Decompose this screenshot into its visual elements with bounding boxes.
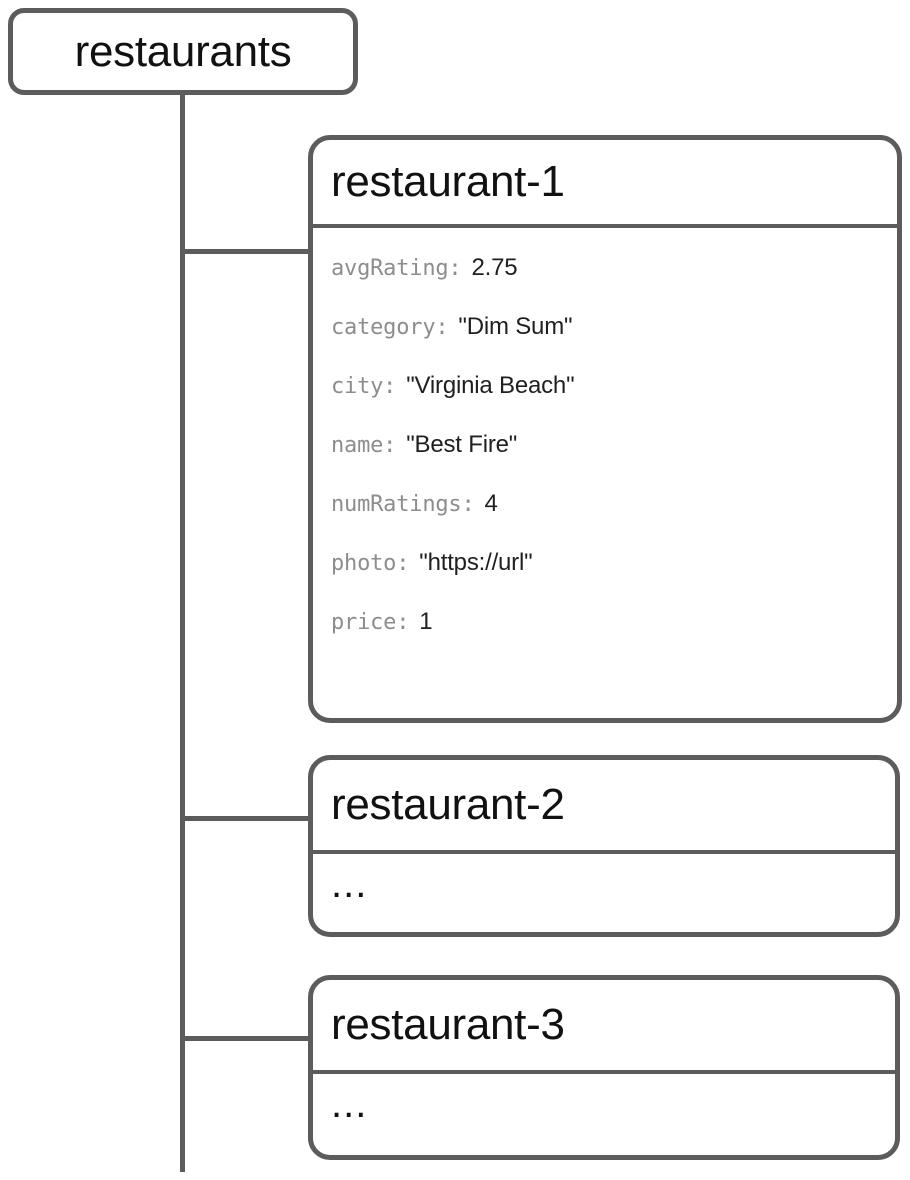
field-key: city: (331, 374, 397, 399)
collapsed-fields-ellipsis: ... (331, 1082, 368, 1126)
field-value: "https://url" (419, 549, 533, 576)
tree-branch-line-restaurant-1 (180, 249, 312, 254)
field-row-numRatings: numRatings: 4 (331, 490, 879, 518)
document-id-label: restaurant-3 (331, 1000, 565, 1049)
document-card-header: restaurant-3 (313, 980, 895, 1074)
field-value: 2.75 (471, 254, 518, 281)
field-row-name: name: "Best Fire" (331, 431, 879, 459)
field-key: avgRating: (331, 256, 462, 281)
field-key: category: (331, 315, 449, 340)
field-key: price: (331, 610, 410, 635)
document-card-restaurant-3[interactable]: restaurant-3 ... (308, 975, 900, 1160)
document-fields-list: avgRating: 2.75 category: "Dim Sum" city… (313, 228, 897, 677)
document-fields-list: ... (313, 1074, 895, 1132)
collapsed-fields-ellipsis: ... (331, 862, 368, 906)
document-card-restaurant-1[interactable]: restaurant-1 avgRating: 2.75 category: "… (308, 135, 902, 723)
field-value: 4 (484, 490, 498, 517)
document-card-restaurant-2[interactable]: restaurant-2 ... (308, 755, 900, 937)
field-value: "Dim Sum" (458, 313, 573, 340)
tree-trunk-line (180, 95, 185, 1172)
collection-node-label: restaurants (74, 26, 292, 76)
field-value: "Best Fire" (406, 431, 518, 458)
document-card-header: restaurant-2 (313, 760, 895, 854)
field-key: name: (331, 433, 397, 458)
field-row-price: price: 1 (331, 608, 879, 636)
field-value: "Virginia Beach" (406, 372, 575, 399)
document-card-header: restaurant-1 (313, 140, 897, 228)
tree-branch-line-restaurant-3 (180, 1036, 312, 1041)
document-id-label: restaurant-1 (331, 157, 565, 206)
field-row-category: category: "Dim Sum" (331, 313, 879, 341)
field-row-avgRating: avgRating: 2.75 (331, 254, 879, 282)
field-value: 1 (419, 608, 433, 635)
tree-branch-line-restaurant-2 (180, 816, 312, 821)
document-fields-list: ... (313, 854, 895, 912)
document-id-label: restaurant-2 (331, 780, 565, 829)
field-key: photo: (331, 551, 410, 576)
collection-node-restaurants[interactable]: restaurants (8, 8, 358, 95)
field-row-photo: photo: "https://url" (331, 549, 879, 577)
field-key: numRatings: (331, 492, 475, 517)
field-row-city: city: "Virginia Beach" (331, 372, 879, 400)
